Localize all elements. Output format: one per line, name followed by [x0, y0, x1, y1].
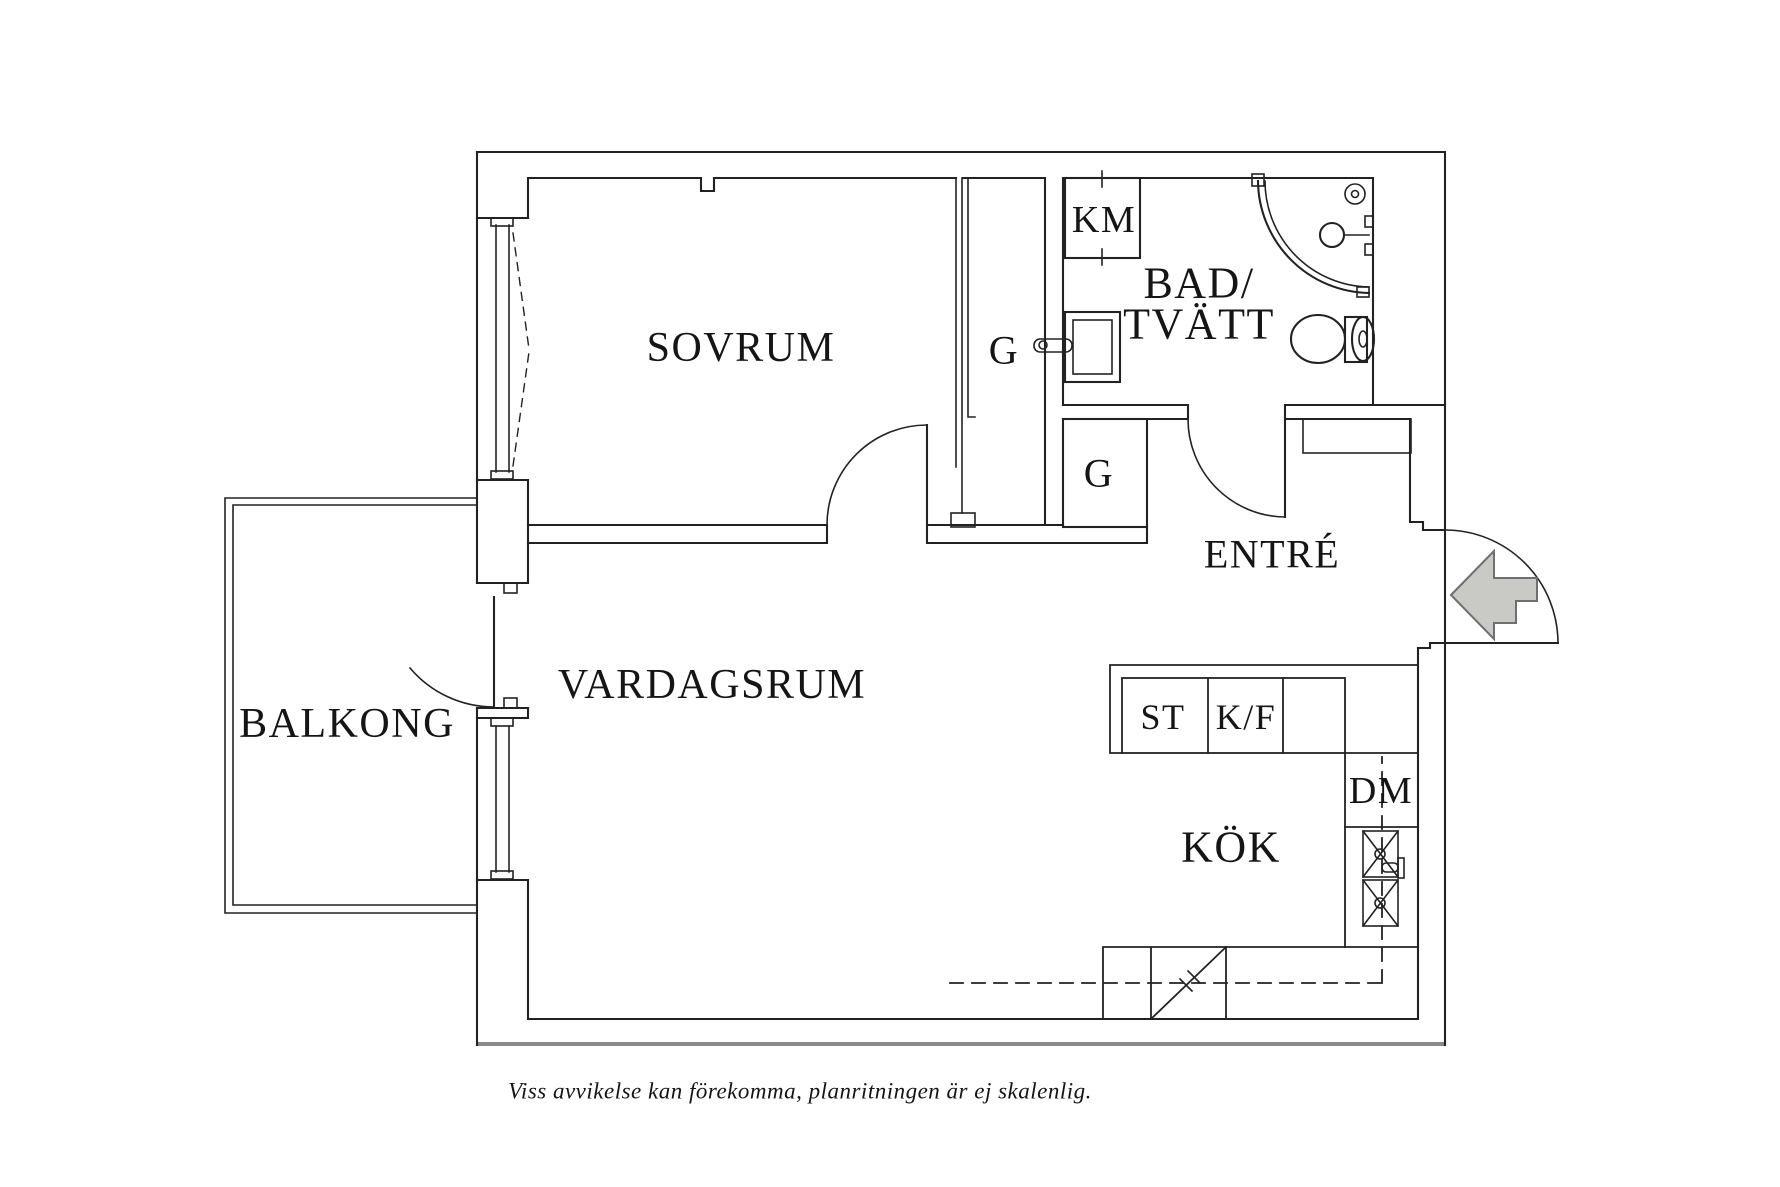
disclaimer-text: Viss avvikelse kan förekomma, planritnin…	[508, 1079, 1092, 1104]
g-lower-closet-box	[1061, 417, 1149, 529]
kf-label: K/F	[1216, 697, 1277, 737]
g-upper-label: G	[989, 328, 1019, 373]
window-cap-bottom	[490, 470, 514, 480]
sovrum-label: SOVRUM	[647, 325, 836, 371]
entry-arrow-icon	[1449, 548, 1538, 642]
partition-end-block	[950, 512, 976, 528]
balcony-outer-rail	[224, 497, 478, 914]
toilet-tank-round	[1350, 315, 1376, 363]
window-cap-bottom	[490, 870, 514, 880]
sink-basin-1	[1362, 830, 1399, 878]
wardrobe-sliding-partition	[955, 177, 976, 514]
counter-outline-top	[1109, 664, 1419, 754]
shower	[1251, 173, 1374, 298]
hallway-shelf	[1302, 418, 1412, 454]
dm-label: DM	[1349, 770, 1413, 812]
window-opening-dashes	[512, 232, 530, 467]
sovrum-window	[475, 216, 530, 482]
shower-hinge-top	[1251, 173, 1265, 187]
kitchen-sink	[1361, 829, 1405, 928]
balcony-door-jamb-notch-top	[503, 582, 518, 594]
balcony-door	[408, 581, 530, 710]
vardagsrum-window	[475, 716, 530, 882]
entry-door	[1443, 529, 1560, 645]
cabinet-row-box	[1121, 677, 1346, 754]
toilet	[1289, 313, 1376, 365]
sink-basin-2	[1362, 879, 1399, 927]
stove	[1149, 945, 1228, 1021]
shower-drain-inner	[1350, 189, 1360, 199]
vardagsrum-label: VARDAGSRUM	[558, 662, 866, 708]
sink-basin-2-drain	[1374, 897, 1386, 909]
shower-drain-outer	[1344, 183, 1366, 205]
washbasin-faucet	[1033, 338, 1073, 353]
balcony-railing	[224, 497, 478, 914]
balcony-door-jambs	[475, 581, 530, 710]
sink-faucet-arm	[1381, 862, 1399, 873]
toilet-bowl	[1289, 313, 1347, 365]
window-cap-top	[490, 217, 514, 227]
sink-basin-1-cross	[1361, 829, 1400, 879]
stove-symbol-ticks	[1178, 969, 1202, 993]
window-frame	[495, 725, 510, 873]
window-frame	[495, 224, 510, 473]
washbasin-outer	[1063, 310, 1122, 384]
entry-door-lower-jamb	[1416, 641, 1447, 650]
outer-top-right	[475, 150, 1447, 1047]
toilet-flush-button	[1358, 330, 1368, 348]
km-label: KM	[1072, 199, 1136, 241]
cabinet-dividers	[1207, 677, 1284, 754]
top-wall-notch	[699, 176, 716, 193]
window-niche-lines	[475, 716, 530, 882]
sink-faucet-base	[1397, 857, 1405, 879]
window-cap-top	[490, 717, 514, 727]
stove-diagonal	[1149, 945, 1228, 1021]
entre-label: ENTRÉ	[1204, 532, 1340, 577]
balcony-inner-rail	[232, 504, 478, 906]
shower-hinge-side	[1356, 286, 1370, 298]
balcony-door-swing-arc	[408, 666, 495, 708]
balkong-label: BALKONG	[239, 701, 455, 747]
washbasin-inner	[1072, 319, 1113, 375]
exterior-walls	[475, 150, 1447, 1047]
shower-glass-inner	[1264, 180, 1370, 288]
bad-tvatt-label-line1: BAD/	[1143, 259, 1254, 308]
window-niche-lines	[475, 216, 530, 482]
sink-basin-2-cross	[1361, 878, 1400, 928]
st-label: ST	[1140, 697, 1185, 737]
washbasin	[1033, 310, 1122, 384]
shower-glass-outer	[1256, 179, 1371, 295]
entry-door-swing-arc	[1444, 529, 1559, 644]
shower-mixer-knob	[1318, 221, 1346, 249]
shower-wall-bracket-bottom	[1364, 243, 1374, 256]
kok-label: KÖK	[1181, 823, 1281, 872]
balcony-door-jamb-notch-bottom	[503, 697, 518, 709]
bathroom-bottom-wall	[1061, 403, 1447, 421]
counter-dashed-line	[949, 756, 1383, 984]
sovrum-vardagsrum-wall	[526, 523, 1149, 545]
bottom-counter	[1102, 946, 1419, 1020]
shower-wall-bracket-top	[1364, 215, 1374, 228]
sink-basin-1-drain	[1374, 848, 1386, 860]
g-lower-label: G	[1084, 451, 1114, 496]
bad-tvatt-label-line2: TVÄTT	[1123, 300, 1275, 349]
washbasin-faucet-knob	[1038, 340, 1048, 350]
washing-machine	[1063, 170, 1142, 266]
interior-walls	[526, 176, 1447, 545]
bathroom-door-swing-arc	[1187, 418, 1286, 518]
sovrum-door-swing-arc	[826, 424, 928, 526]
entry-door-upper-jamb	[1408, 417, 1447, 532]
